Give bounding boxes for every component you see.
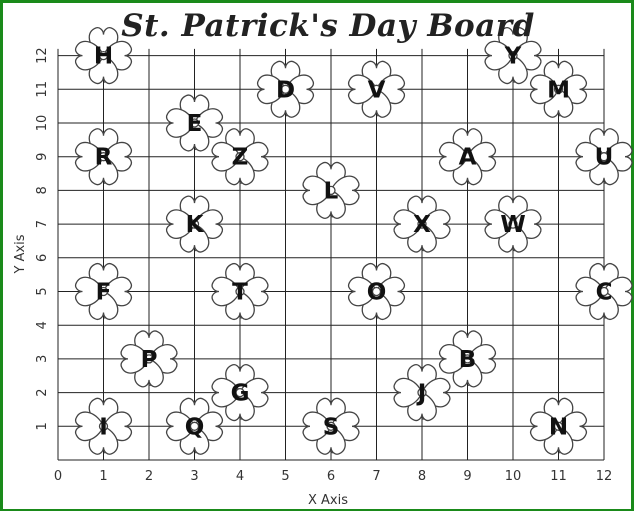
- point-label-p: P: [141, 347, 158, 373]
- point-label-j: J: [416, 381, 427, 407]
- shamrock-q: Q: [167, 398, 223, 454]
- shamrock-o: O: [349, 264, 405, 320]
- point-label-l: L: [324, 178, 339, 204]
- y-tick-label: 7: [35, 220, 50, 228]
- shamrock-j: J: [394, 365, 450, 421]
- shamrock-k: K: [167, 196, 223, 252]
- shamrock-z: Z: [212, 129, 268, 185]
- point-label-e: E: [187, 111, 203, 137]
- x-tick-label: 9: [463, 469, 471, 484]
- x-tick-label: 5: [281, 469, 289, 484]
- board-title: St. Patrick's Day Board: [121, 8, 535, 44]
- shamrock-l: L: [303, 162, 359, 218]
- point-label-v: V: [368, 77, 386, 103]
- shamrock-d: D: [258, 61, 314, 117]
- x-tick-label: 10: [505, 469, 522, 484]
- shamrock-n: N: [531, 398, 587, 454]
- shamrock-a: A: [440, 129, 496, 185]
- y-axis-label: Y Axis: [13, 234, 28, 274]
- point-label-a: A: [459, 145, 477, 171]
- y-tick-label: 3: [35, 355, 50, 363]
- point-label-c: C: [596, 280, 613, 306]
- point-label-k: K: [186, 212, 205, 238]
- shamrock-r: R: [76, 129, 132, 185]
- y-tick-label: 9: [35, 153, 50, 161]
- point-label-x: X: [413, 212, 431, 238]
- x-axis-label: X Axis: [308, 493, 348, 508]
- y-tick-label: 1: [35, 422, 50, 430]
- y-tick-label: 10: [35, 115, 50, 132]
- point-label-s: S: [323, 414, 340, 440]
- y-tick-label: 2: [35, 388, 50, 396]
- shamrock-w: W: [485, 196, 541, 252]
- point-label-i: I: [99, 414, 108, 440]
- point-label-u: U: [595, 145, 614, 171]
- x-tick-label: 3: [190, 469, 198, 484]
- point-label-h: H: [94, 44, 113, 70]
- point-label-f: F: [96, 280, 112, 306]
- shamrock-points: A B C D E F G H I J K L M N O P Q R S T U V W X Y Z: [76, 28, 632, 455]
- shamrock-i: I: [76, 398, 132, 454]
- y-tick-label: 11: [35, 81, 50, 98]
- x-tick-label: 2: [145, 469, 153, 484]
- y-tick-label: 5: [35, 287, 50, 295]
- y-tick-label: 12: [35, 47, 50, 64]
- shamrock-t: T: [212, 264, 268, 320]
- shamrock-c: C: [576, 264, 632, 320]
- point-label-z: Z: [232, 145, 249, 171]
- x-tick-label: 8: [418, 469, 426, 484]
- shamrock-x: X: [394, 196, 450, 252]
- point-label-w: W: [500, 212, 525, 238]
- x-tick-label: 11: [550, 469, 567, 484]
- point-label-d: D: [276, 77, 295, 103]
- x-tick-label: 1: [99, 469, 107, 484]
- x-tick-label: 12: [596, 469, 613, 484]
- shamrock-e: E: [167, 95, 223, 151]
- x-tick-label: 6: [327, 469, 335, 484]
- x-tick-label: 0: [54, 469, 62, 484]
- point-label-q: Q: [185, 414, 205, 440]
- y-tick-label: 4: [35, 321, 50, 329]
- point-label-g: G: [231, 381, 250, 407]
- shamrock-m: M: [531, 61, 587, 117]
- point-label-y: Y: [504, 44, 522, 70]
- point-label-o: O: [367, 280, 387, 306]
- point-label-r: R: [95, 145, 113, 171]
- y-tick-label: 6: [35, 254, 50, 262]
- point-label-t: T: [232, 280, 248, 306]
- point-label-n: N: [549, 414, 568, 440]
- x-tick-label: 4: [236, 469, 244, 484]
- shamrock-u: U: [576, 129, 632, 185]
- point-label-b: B: [459, 347, 477, 373]
- x-tick-label: 7: [372, 469, 380, 484]
- shamrock-b: B: [440, 331, 496, 387]
- shamrock-s: S: [303, 398, 359, 454]
- grid: [58, 49, 604, 460]
- shamrock-g: G: [212, 365, 268, 421]
- point-label-m: M: [547, 77, 570, 103]
- shamrock-f: F: [76, 264, 132, 320]
- shamrock-v: V: [349, 61, 405, 117]
- shamrock-p: P: [121, 331, 177, 387]
- y-tick-label: 8: [35, 186, 50, 194]
